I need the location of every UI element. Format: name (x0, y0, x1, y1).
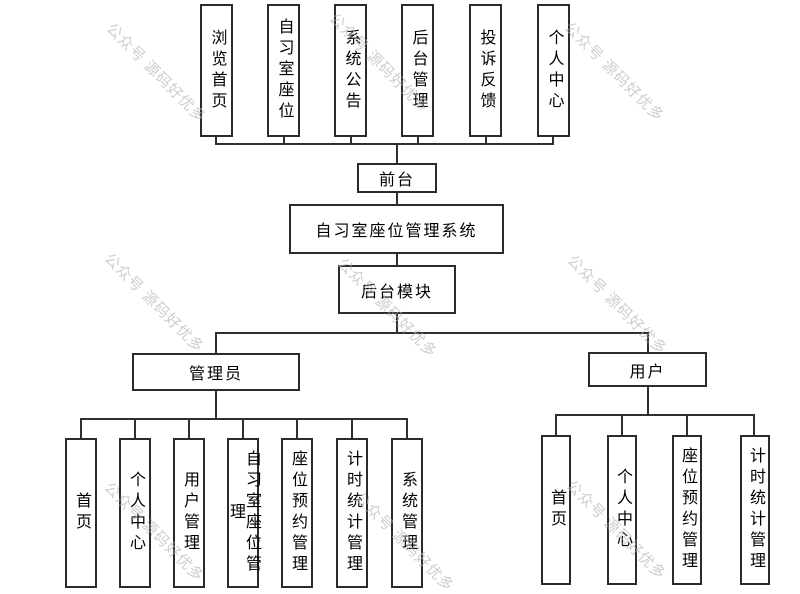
connector-line (647, 387, 649, 416)
connector-line (396, 314, 398, 334)
watermark-text: 公众号 源码好优多 (100, 250, 208, 357)
node-complaint-feedback: 投诉反馈 (469, 4, 502, 137)
node-backend-module: 后台模块 (338, 265, 456, 314)
node-admin-system: 系统管理 (391, 438, 423, 588)
node-system-notice: 系统公告 (334, 4, 367, 137)
connector-line (283, 137, 285, 145)
connector-line (686, 414, 688, 435)
node-browse-home: 浏览首页 (200, 4, 233, 137)
node-label: 浏览首页 (208, 28, 226, 113)
connector-line (621, 414, 623, 435)
node-admin-timing: 计时统计管理 (336, 438, 368, 588)
connector-line (215, 391, 217, 420)
connector-line (215, 332, 217, 353)
node-label: 座位预约管理 (679, 447, 696, 573)
node-label: 系统管理 (399, 471, 416, 555)
connector-line (485, 137, 487, 145)
node-label: 计时统计管理 (344, 450, 361, 576)
connector-line (215, 137, 217, 145)
connector-line (555, 414, 755, 416)
connector-line (555, 414, 557, 435)
node-admin-personal: 个人中心 (119, 438, 151, 588)
connector-line (188, 418, 190, 438)
node-user-home: 首页 (541, 435, 571, 585)
node-admin-user-manage: 用户管理 (173, 438, 205, 588)
connector-line (396, 143, 398, 163)
connector-line (350, 137, 352, 145)
node-user-personal: 个人中心 (607, 435, 637, 585)
connector-line (351, 418, 353, 438)
connector-line (242, 418, 244, 438)
node-label: 自习室座位管理系统 (315, 223, 478, 240)
node-label: 自习室座位管理 (227, 450, 260, 576)
node-label: 个人中心 (614, 468, 631, 552)
node-user-timing: 计时统计管理 (740, 435, 770, 585)
connector-line (647, 332, 649, 352)
node-label: 管理员 (188, 366, 243, 383)
node-label: 计时统计管理 (747, 447, 764, 573)
node-frontend: 前台 (357, 163, 437, 193)
node-label: 自习室座位 (275, 18, 293, 123)
node-system-title: 自习室座位管理系统 (289, 204, 504, 254)
node-admin-home: 首页 (65, 438, 97, 588)
connector-line (396, 254, 398, 265)
node-admin-seat-manage: 自习室座位管理 (227, 438, 260, 588)
node-label: 后台模块 (360, 283, 433, 301)
connector-line (134, 418, 136, 438)
node-label: 座位预约管理 (289, 450, 306, 576)
node-label: 投诉反馈 (477, 28, 495, 113)
node-admin: 管理员 (132, 353, 300, 391)
node-user-reservation: 座位预约管理 (672, 435, 702, 585)
node-admin-reservation: 座位预约管理 (281, 438, 313, 588)
node-studyroom-seat: 自习室座位 (267, 4, 300, 137)
node-label: 前台 (378, 172, 415, 189)
watermark-text: 公众号 源码好优多 (560, 19, 668, 126)
connector-line (80, 418, 408, 420)
connector-line (80, 418, 82, 438)
connector-line (215, 143, 554, 145)
node-label: 个人中心 (127, 471, 144, 555)
node-label: 首页 (548, 489, 565, 531)
connector-line (296, 418, 298, 438)
connector-line (753, 414, 755, 435)
watermark-text: 公众号 源码好优多 (102, 20, 210, 127)
node-label: 用户管理 (181, 471, 198, 555)
connector-line (215, 332, 649, 334)
connector-line (552, 137, 554, 145)
node-label: 用户 (629, 363, 666, 381)
node-label: 个人中心 (545, 28, 563, 113)
node-backend-manage: 后台管理 (401, 4, 434, 137)
node-label: 首页 (73, 492, 90, 534)
node-label: 后台管理 (409, 28, 427, 113)
node-label: 系统公告 (342, 28, 360, 113)
node-user: 用户 (588, 352, 707, 387)
connector-line (406, 418, 408, 438)
connector-line (417, 137, 419, 145)
watermark-text: 公众号 源码好优多 (563, 252, 671, 359)
node-personal-center-top: 个人中心 (537, 4, 570, 137)
connector-line (396, 193, 398, 204)
